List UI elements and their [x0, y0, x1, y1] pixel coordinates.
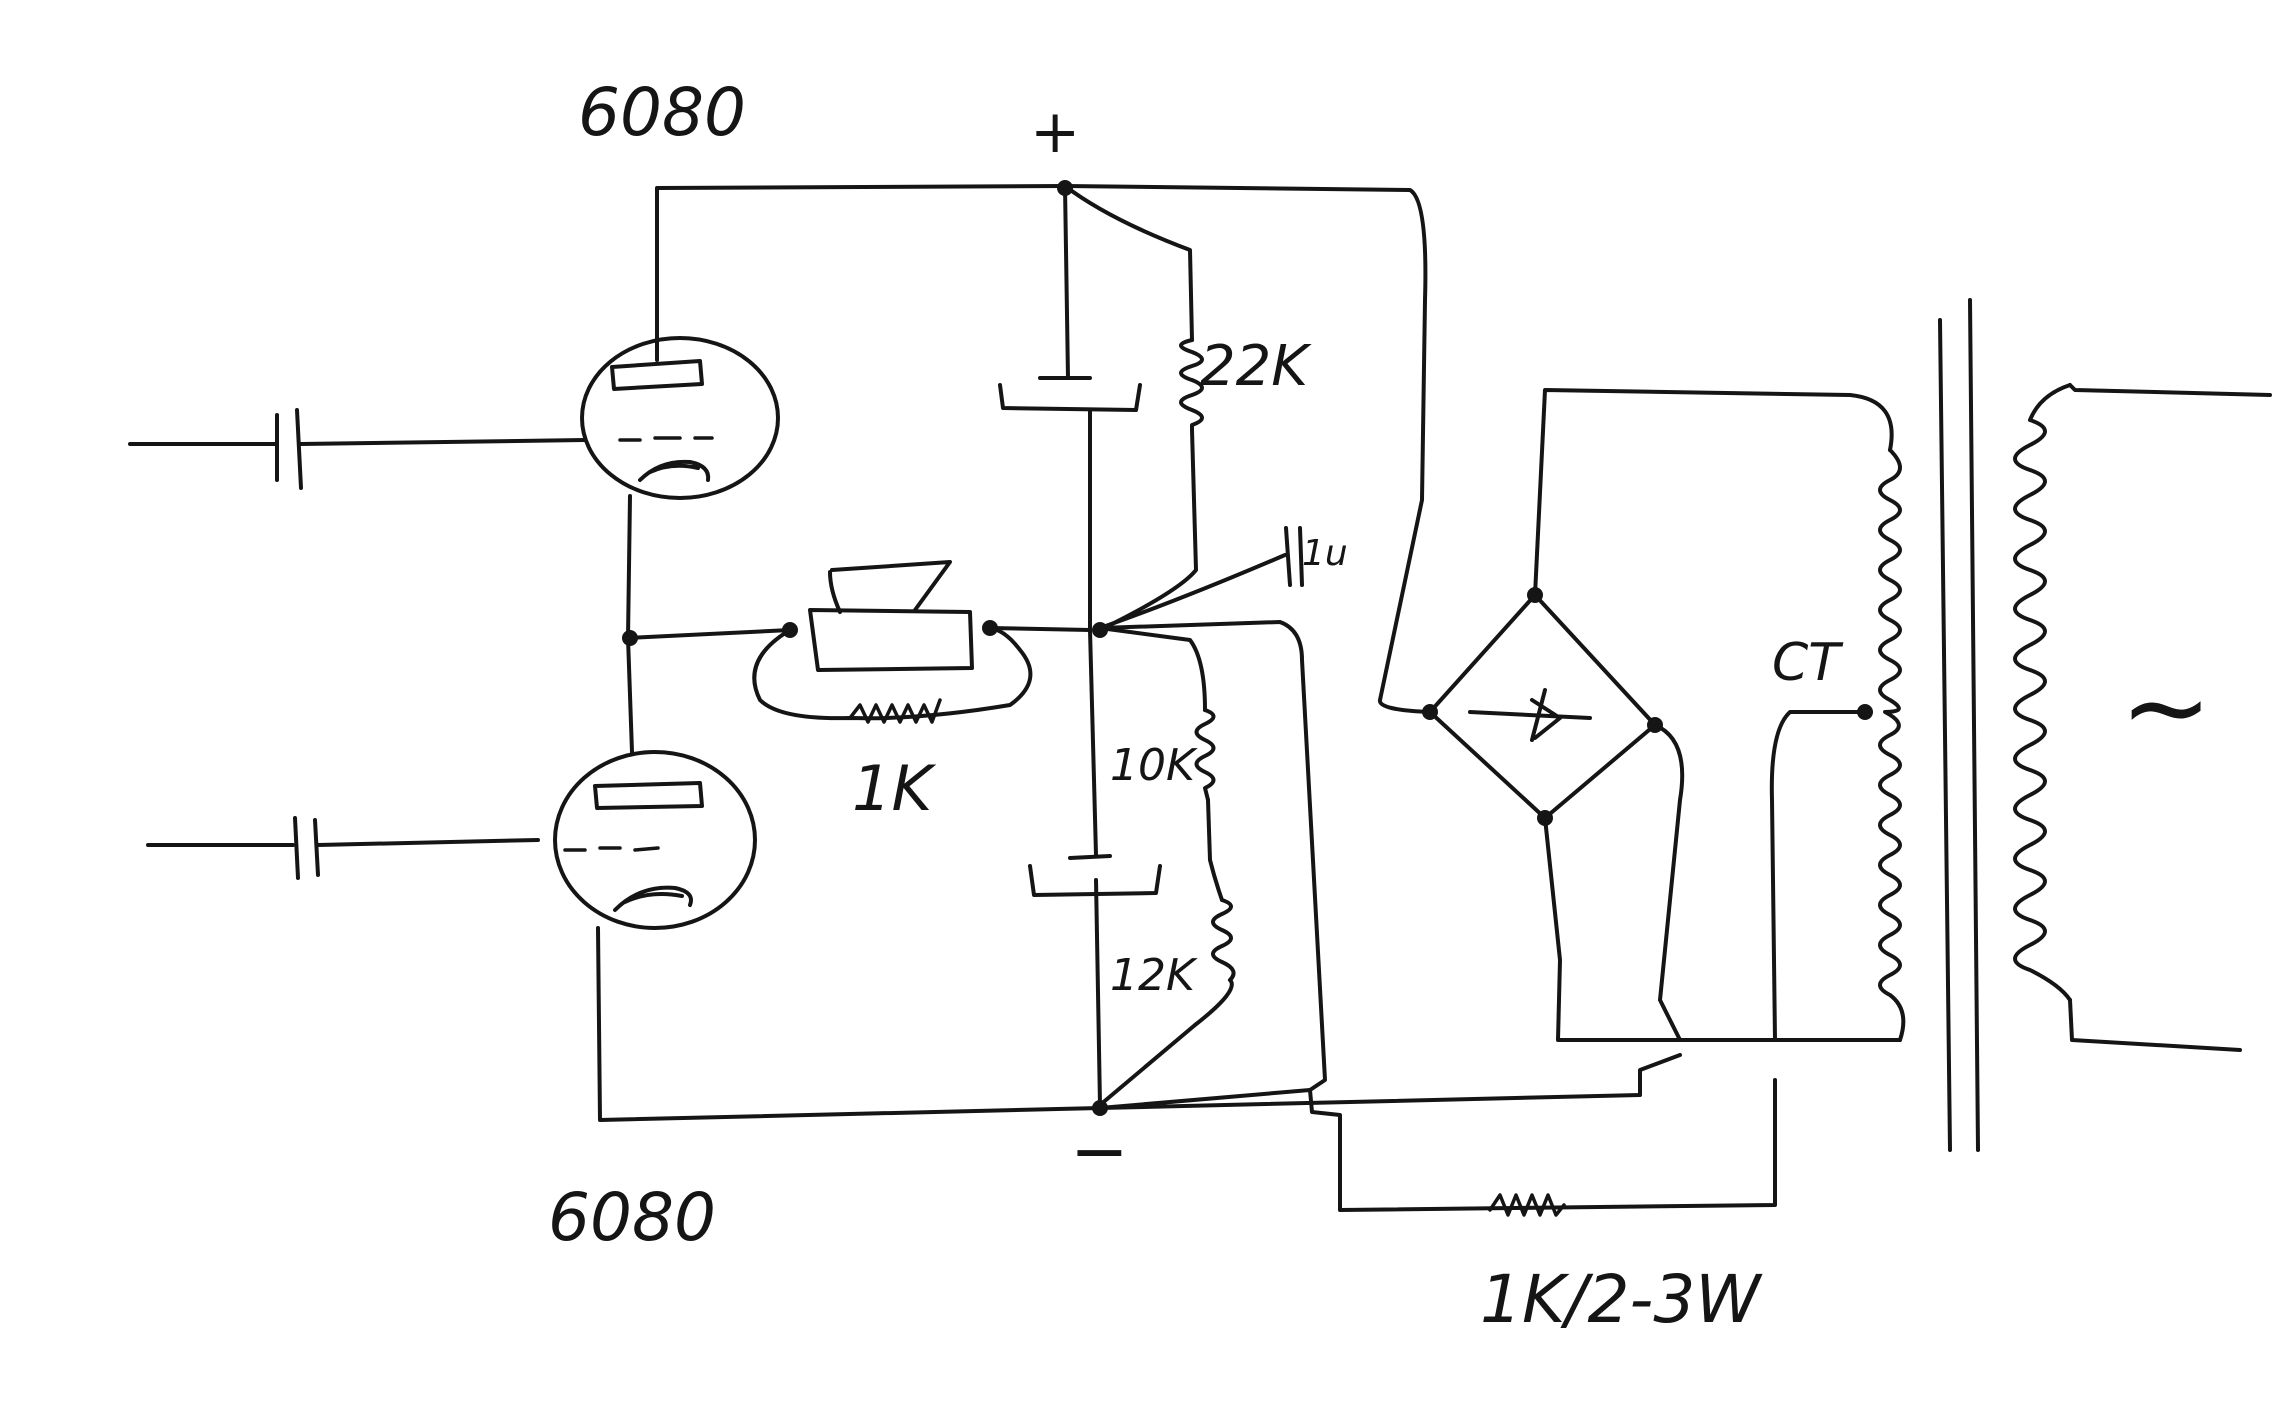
ac-symbol: ~: [2120, 643, 2212, 771]
cap-1u-wire: [1098, 526, 1304, 630]
filter-cap-top: [998, 376, 1142, 412]
cathode-return-wire: [596, 926, 1102, 1122]
primary-winding: [2013, 383, 2072, 1002]
pot-1k-label: 1K: [852, 752, 936, 825]
filter-cap-bottom: [1028, 854, 1162, 897]
bridge-rectifier: [1428, 593, 1657, 820]
pot-1k: [752, 560, 1033, 724]
coupling-cap-bottom: [293, 816, 320, 880]
input-wire-bottom: [146, 838, 540, 847]
bridge-top-wire: [1533, 388, 1894, 597]
b-plus-rail: [655, 184, 1432, 714]
center-rail-top: [1063, 184, 1098, 857]
cap-1u-label: 1u: [1302, 533, 1348, 574]
resistor-10k: [1194, 708, 1216, 802]
mid-to-pot-wire: [626, 628, 792, 640]
tube-top: [580, 336, 780, 500]
r10k-label: 10K: [1110, 740, 1198, 791]
junction-dots: [622, 180, 1873, 1116]
input-wire-top: [128, 438, 587, 446]
transformer-core: [1938, 298, 1980, 1152]
secondary-winding: [1878, 448, 1906, 1042]
bridge-right-wire: [1653, 723, 1902, 1042]
tube-bottom: [553, 750, 757, 930]
minus-label: −: [1070, 1110, 1129, 1192]
pot-to-center-wire: [988, 626, 1092, 632]
resistor-12k: [1211, 898, 1236, 982]
plus-label: +: [1030, 97, 1080, 167]
tube-top-label: 6080: [578, 74, 746, 151]
rail-to-ct-wire: [1098, 1053, 1682, 1110]
ct-label: CT: [1772, 633, 1844, 693]
coupling-cap-top: [275, 408, 303, 490]
r22k-label: 22K: [1200, 334, 1312, 399]
center-to-right-wire: [1098, 620, 1327, 1092]
center-rail-bottom: [1094, 878, 1102, 1107]
b-minus-rail: [1098, 1078, 1777, 1212]
primary-leads: [2068, 383, 2272, 1052]
r12k-label: 12K: [1110, 950, 1198, 1001]
bridge-bottom-wire: [1543, 816, 1682, 1042]
resistor-1k-3w: [1488, 1193, 1566, 1217]
tube-bottom-label: 6080: [548, 1179, 716, 1256]
ct-tap-wire: [1769, 710, 1867, 1042]
divider-wire: [1098, 626, 1234, 1107]
r22k-branch-wire: [1063, 184, 1198, 627]
resistor-22k: [1179, 338, 1204, 432]
r1k-3w-label: 1K/2-3W: [1480, 1261, 1763, 1338]
tube-mid-wire: [626, 494, 634, 754]
